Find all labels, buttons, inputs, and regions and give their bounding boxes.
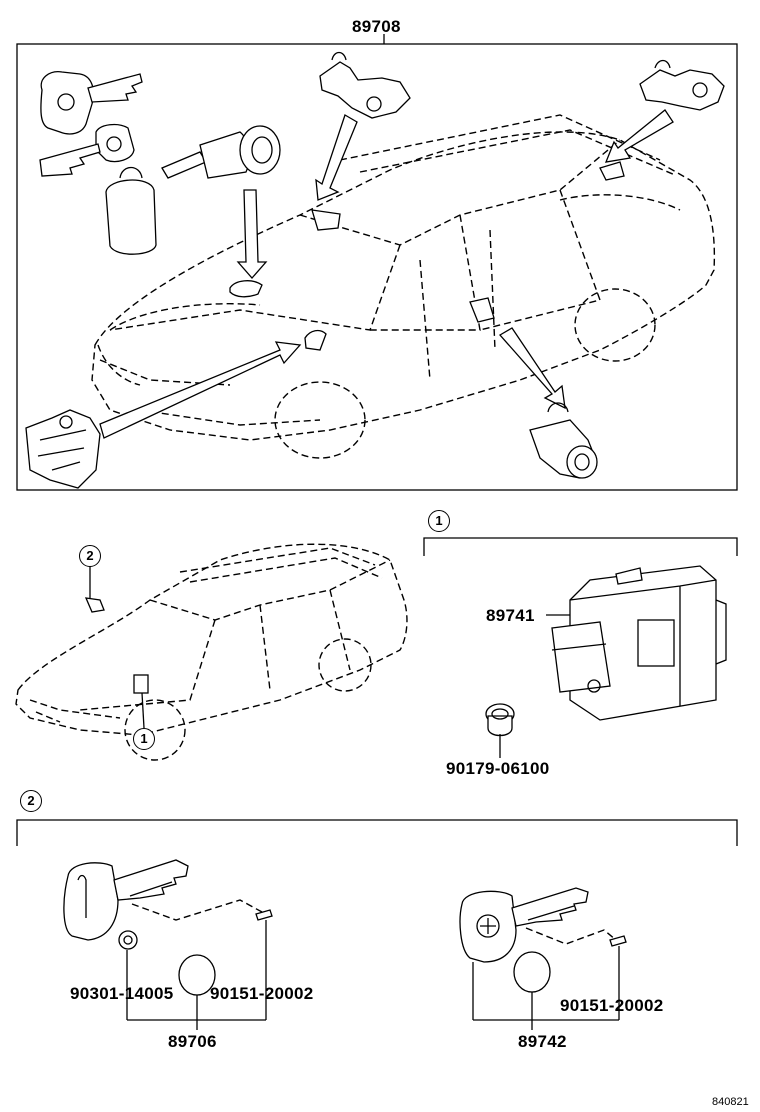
label-key2-assembly: 89742 xyxy=(518,1032,567,1051)
hood-lock-part xyxy=(319,51,411,119)
callout-1-section: 1 xyxy=(428,510,450,532)
middle-car-outline xyxy=(15,543,408,761)
marker-1-leader xyxy=(141,692,145,729)
door-lock-mechanism xyxy=(25,409,101,489)
label-key1-washer: 90301-14005 xyxy=(70,984,174,1003)
key-2 xyxy=(459,887,627,993)
callout-1-car: 1 xyxy=(133,728,155,750)
ignition-cylinder xyxy=(161,125,281,179)
label-ecu: 89741 xyxy=(486,606,535,625)
ecu-marker xyxy=(133,674,149,694)
callout-2-section: 2 xyxy=(20,790,42,812)
label-top-assembly: 89708 xyxy=(352,17,401,36)
top-frame xyxy=(16,43,738,491)
ecu-unit xyxy=(551,565,727,721)
clip-part xyxy=(485,703,515,737)
top-keys xyxy=(39,71,157,255)
label-clip: 90179-06100 xyxy=(446,759,550,778)
label-key1-assembly: 89706 xyxy=(168,1032,217,1051)
bracket-2 xyxy=(16,819,738,846)
car-lock-marks xyxy=(229,161,625,351)
bracket-1 xyxy=(423,537,738,556)
key-marker xyxy=(84,597,105,613)
label-key2-screw: 90151-20002 xyxy=(560,996,664,1015)
back-door-lock-part xyxy=(639,59,725,111)
top-car-outline xyxy=(91,114,716,459)
key-1 xyxy=(63,859,273,996)
door-lock-cylinder xyxy=(529,402,598,479)
callout-2-car: 2 xyxy=(79,545,101,567)
diagram-ref-code: 840821 xyxy=(712,1096,749,1108)
label-key1-screw: 90151-20002 xyxy=(210,984,314,1003)
top-arrows xyxy=(99,109,674,439)
